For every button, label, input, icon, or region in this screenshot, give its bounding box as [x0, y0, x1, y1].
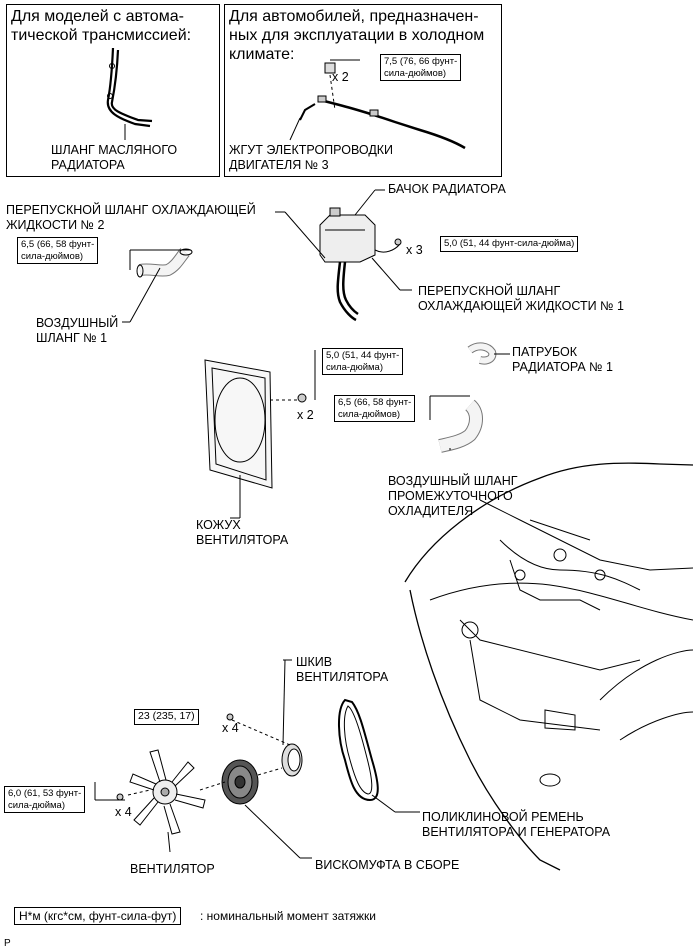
count-pulley: x 4	[222, 721, 239, 735]
count-fan: x 4	[115, 805, 132, 819]
bypass-hose-1-label: ПЕРЕПУСКНОЙ ШЛАНГ ОХЛАЖДАЮЩЕЙ ЖИДКОСТИ №…	[418, 284, 624, 313]
viscous-coupling-drawing	[221, 759, 312, 859]
intercooler-hose-label: ВОЗДУШНЫЙ ШЛАНГ ПРОМЕЖУТОЧНОГО ОХЛАДИТЕЛ…	[388, 474, 518, 518]
torque-shroud: 5,0 (51, 44 фунт- сила-дюйма)	[322, 348, 404, 375]
torque-air-hose-1: 6,5 (66, 58 фунт- сила-дюймов)	[17, 237, 99, 264]
air-hose-1-label: ВОЗДУШНЫЙ ШЛАНГ № 1	[36, 316, 119, 345]
oil-cooler-hose-drawing	[106, 47, 153, 140]
torque-cold-climate: 7,5 (76, 66 фунт- сила-дюймов)	[380, 54, 462, 81]
engine-wire-drawing	[289, 59, 466, 150]
fan-label: ВЕНТИЛЯТОР	[130, 862, 215, 876]
count-tank: x 3	[406, 243, 423, 257]
radiator-pipe-1-drawing	[467, 342, 510, 365]
fan-shroud-label: КОЖУХ ВЕНТИЛЯТОРА	[196, 518, 289, 547]
legend-unit-box: Н*м (кгс*см, фунт-сила-фут)	[14, 907, 182, 925]
cold-climate-title: Для автомобилей, предназначен- ных для э…	[229, 8, 485, 63]
legend-description: : номинальный момент затяжки	[200, 909, 376, 923]
fan-shroud-drawing	[204, 350, 316, 519]
footer-code: P	[4, 938, 11, 949]
bypass-hose-2-label: ПЕРЕПУСКНОЙ ШЛАНГ ОХЛАЖДАЮЩЕЙ ЖИДКОСТИ №…	[6, 203, 256, 232]
v-belt-drawing	[337, 698, 420, 813]
torque-fan: 6,0 (61, 53 фунт- сила-дюйма)	[4, 786, 86, 813]
torque-intercooler: 6,5 (66, 58 фунт- сила-дюймов)	[334, 395, 416, 422]
intercooler-hose-drawing	[429, 395, 483, 453]
torque-tank: 5,0 (51, 44 фунт-сила-дюйма)	[440, 236, 579, 252]
radiator-tank-drawing	[275, 189, 412, 322]
count-shroud: x 2	[297, 408, 314, 422]
air-hose-1-drawing	[122, 248, 193, 323]
vehicle-drawing	[404, 462, 693, 871]
fan-pulley-drawing	[231, 659, 303, 777]
engine-wire-label: ЖГУТ ЭЛЕКТРОПРОВОДКИ ДВИГАТЕЛЯ № 3	[229, 143, 394, 172]
radiator-tank-label: БАЧОК РАДИАТОРА	[388, 182, 506, 196]
count-cold-climate: x 2	[332, 70, 349, 84]
oil-cooler-hose-label: ШЛАНГ МАСЛЯНОГО РАДИАТОРА	[51, 143, 178, 172]
cold-climate-panel: Для автомобилей, предназначен- ных для э…	[224, 4, 502, 177]
auto-transmission-title: Для моделей с автома- тической трансмисс…	[11, 8, 192, 44]
v-belt-label: ПОЛИКЛИНОВОЙ РЕМЕНЬ ВЕНТИЛЯТОРА И ГЕНЕРА…	[422, 810, 611, 839]
auto-transmission-panel: Для моделей с автома- тической трансмисс…	[6, 4, 220, 177]
radiator-pipe-1-label: ПАТРУБОК РАДИАТОРА № 1	[512, 345, 614, 374]
fan-pulley-label: ШКИВ ВЕНТИЛЯТОРА	[296, 655, 389, 684]
torque-pulley: 23 (235, 17)	[134, 709, 199, 725]
viscous-coupling-label: ВИСКОМУФТА В СБОРЕ	[315, 858, 460, 872]
fan-drawing	[94, 749, 226, 853]
